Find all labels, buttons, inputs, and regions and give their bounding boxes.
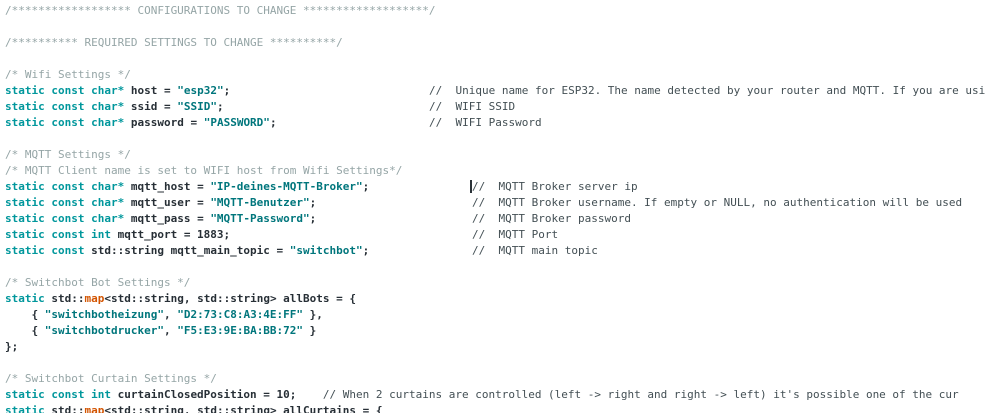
code-line[interactable]: static const char* mqtt_host = "IP-deine… [5, 179, 1007, 195]
code-token: "switchbotheizung" [44, 308, 164, 321]
comment-text: /****************** CONFIGURATIONS TO CH… [5, 4, 436, 17]
code-token: static const [5, 244, 85, 257]
code-token: static const int [5, 388, 111, 401]
code-token: }, [303, 308, 323, 321]
code-token: curtainClosedPosition = 10; [110, 388, 323, 401]
code-token: ; [309, 196, 317, 209]
code-token: map [84, 404, 105, 413]
code-token: static const char* [5, 196, 125, 209]
code-token: { [5, 324, 45, 337]
code-line[interactable]: static std::map<std::string, std::string… [5, 403, 1007, 413]
code-line[interactable]: static std::map<std::string, std::string… [5, 291, 1007, 307]
code-line[interactable] [5, 131, 1007, 147]
inline-comment-text: // MQTT Broker server ip [472, 180, 638, 193]
comment-text: /* Switchbot Curtain Settings */ [5, 372, 217, 385]
code-token: "IP-deines-MQTT-Broker" [210, 180, 363, 193]
code-token: "switchbot" [289, 244, 363, 257]
code-token: "F5:E3:9E:BA:BB:72" [177, 324, 304, 337]
code-line[interactable]: static const int mqtt_port = 1883; // MQT… [5, 227, 1007, 243]
code-token: { [5, 308, 45, 321]
code-token: }; [5, 340, 19, 353]
code-token: static const char* [5, 84, 125, 97]
inline-comment-text: // WIFI Password [429, 116, 542, 129]
code-token: static const char* [5, 100, 125, 113]
comment-text: /* MQTT Settings */ [5, 148, 131, 161]
code-token: host = [124, 84, 178, 97]
inline-comment-text: // MQTT Port [472, 228, 559, 241]
code-token: mqtt_host = [124, 180, 211, 193]
code-token: "esp32" [177, 84, 224, 97]
code-line[interactable]: { "switchbotdrucker", "F5:E3:9E:BA:BB:72… [5, 323, 1007, 339]
code-line[interactable] [5, 355, 1007, 371]
code-token: static const char* [5, 180, 125, 193]
code-token: map [84, 292, 105, 305]
code-token: mqtt_user = [124, 196, 211, 209]
code-token: password = [124, 116, 204, 129]
code-token: mqtt_port = 1883; [110, 228, 231, 241]
code-line[interactable] [5, 259, 1007, 275]
code-token: <std::string, std::string> allBots = { [104, 292, 357, 305]
inline-comment-text: // MQTT Broker username. If empty or NUL… [472, 196, 963, 209]
code-token: static const char* [5, 116, 125, 129]
inline-comment-text: // WIFI SSID [429, 100, 516, 113]
code-line[interactable]: }; [5, 339, 1007, 355]
code-token: <std::string, std::string> allCurtains =… [104, 404, 383, 413]
code-token: "MQTT-Password" [210, 212, 310, 225]
comment-text: /* MQTT Client name is set to WIFI host … [5, 164, 403, 177]
code-token: std:: [44, 292, 85, 305]
code-line[interactable]: /* MQTT Settings */ [5, 147, 1007, 163]
code-token: , [163, 324, 178, 337]
comment-text: /********** REQUIRED SETTINGS TO CHANGE … [5, 36, 343, 49]
comment-text: // When 2 curtains are controlled (left … [322, 388, 959, 401]
code-line[interactable]: /* MQTT Client name is set to WIFI host … [5, 163, 1007, 179]
comment-text: /* Wifi Settings */ [5, 68, 131, 81]
code-token: "MQTT-Benutzer" [210, 196, 310, 209]
code-line[interactable]: { "switchbotheizung", "D2:73:C8:A3:4E:FF… [5, 307, 1007, 323]
code-line[interactable]: /* Switchbot Bot Settings */ [5, 275, 1007, 291]
code-token: static const char* [5, 212, 125, 225]
code-line[interactable]: static const char* host = "esp32"; // Uni… [5, 83, 1007, 99]
code-line[interactable]: /* Wifi Settings */ [5, 67, 1007, 83]
code-line[interactable]: /****************** CONFIGURATIONS TO CH… [5, 3, 1007, 19]
code-token: static const int [5, 228, 111, 241]
code-token: mqtt_pass = [124, 212, 211, 225]
code-token: ssid = [124, 100, 178, 113]
inline-comment-text: // Unique name for ESP32. The name detec… [429, 84, 986, 97]
code-line[interactable]: static const int curtainClosedPosition =… [5, 387, 1007, 403]
code-token: std:: [44, 404, 85, 413]
code-token: static [5, 292, 45, 305]
code-token: , [163, 308, 178, 321]
code-token: ; [269, 116, 277, 129]
code-line[interactable]: static const char* mqtt_pass = "MQTT-Pas… [5, 211, 1007, 227]
code-line[interactable]: static const std::string mqtt_main_topic… [5, 243, 1007, 259]
code-token: ; [223, 84, 231, 97]
code-line[interactable]: /********** REQUIRED SETTINGS TO CHANGE … [5, 35, 1007, 51]
code-line[interactable]: static const char* mqtt_user = "MQTT-Ben… [5, 195, 1007, 211]
code-token: "SSID" [177, 100, 217, 113]
code-line[interactable]: static const char* password = "PASSWORD"… [5, 115, 1007, 131]
code-token: "PASSWORD" [203, 116, 270, 129]
code-line[interactable] [5, 19, 1007, 35]
code-token: static [5, 404, 45, 413]
code-token: ; [216, 100, 224, 113]
code-editor[interactable]: /****************** CONFIGURATIONS TO CH… [5, 3, 1007, 413]
text-cursor [470, 180, 472, 193]
code-token: ; [362, 180, 370, 193]
code-token: ; [309, 212, 317, 225]
inline-comment-text: // MQTT Broker password [472, 212, 631, 225]
code-token: } [303, 324, 317, 337]
code-line[interactable]: static const char* ssid = "SSID"; // WIFI… [5, 99, 1007, 115]
code-token: "switchbotdrucker" [44, 324, 164, 337]
code-token: "D2:73:C8:A3:4E:FF" [177, 308, 304, 321]
code-line[interactable] [5, 51, 1007, 67]
code-token: std::string mqtt_main_topic = [84, 244, 290, 257]
comment-text: /* Switchbot Bot Settings */ [5, 276, 191, 289]
code-line[interactable]: /* Switchbot Curtain Settings */ [5, 371, 1007, 387]
inline-comment-text: // MQTT main topic [472, 244, 598, 257]
code-token: ; [362, 244, 370, 257]
